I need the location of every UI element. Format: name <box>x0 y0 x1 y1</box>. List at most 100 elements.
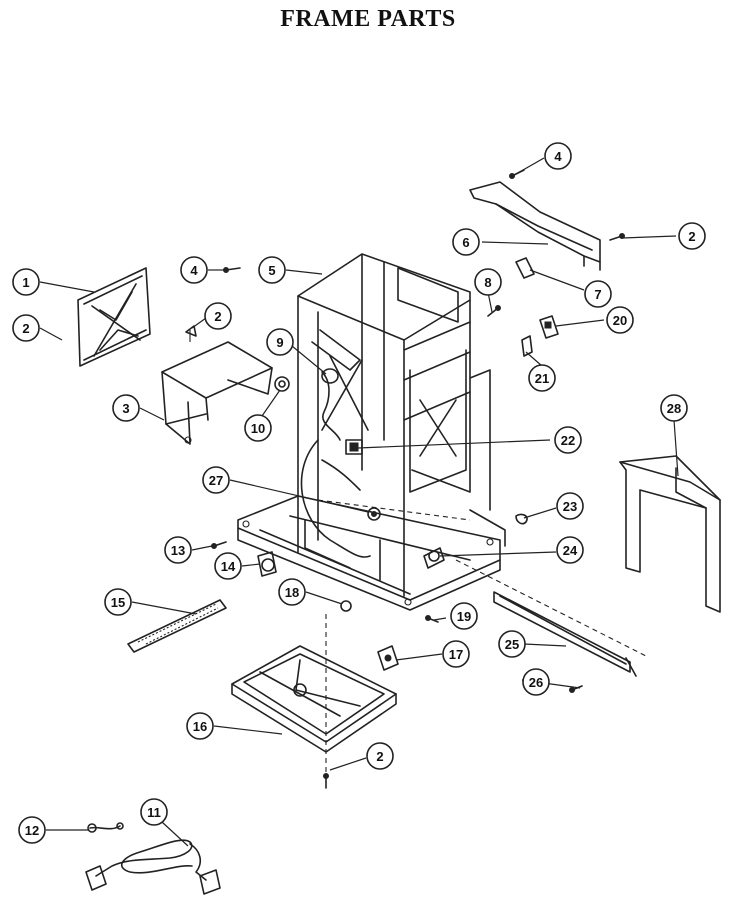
screw-part-18 <box>340 600 352 612</box>
callout-part-28: 28 <box>660 394 688 422</box>
diagram-title: FRAME PARTS <box>280 6 456 32</box>
callout-number: 1 <box>22 275 29 290</box>
felt-strip-part-15 <box>127 599 227 653</box>
callout-circle <box>244 414 272 442</box>
motor-part-14 <box>257 551 277 577</box>
bracket-part-21 <box>521 335 533 357</box>
callout-part-20: 20 <box>606 306 634 334</box>
clip-part-23 <box>515 513 528 525</box>
callout-circle <box>556 536 584 564</box>
switch-part-22 <box>345 439 363 455</box>
callout-number: 13 <box>171 543 185 558</box>
screw-part-2-top <box>609 233 625 241</box>
callout-circle <box>474 268 502 296</box>
callout-circle <box>554 426 582 454</box>
callout-part-18: 18 <box>278 578 306 606</box>
callout-circle <box>544 142 572 170</box>
callout-circle <box>258 256 286 284</box>
callout-part-26: 26 <box>522 668 550 696</box>
callout-number: 6 <box>462 235 469 250</box>
callout-part-2: 2 <box>366 742 394 770</box>
callout-circle <box>140 798 168 826</box>
callout-number: 20 <box>613 313 627 328</box>
cover-part-3 <box>161 341 273 445</box>
callout-circle <box>452 228 480 256</box>
callout-number: 12 <box>25 823 39 838</box>
callout-circle <box>180 256 208 284</box>
callout-part-4: 4 <box>180 256 208 284</box>
callout-circle <box>266 328 294 356</box>
switch-part-20 <box>539 315 559 339</box>
callout-number: 4 <box>554 149 562 164</box>
callout-part-5: 5 <box>258 256 286 284</box>
callout-number: 26 <box>529 675 543 690</box>
callout-part-10: 10 <box>244 414 272 442</box>
callout-part-1: 1 <box>12 268 40 296</box>
callout-part-13: 13 <box>164 536 192 564</box>
wire-part-12 <box>87 822 124 833</box>
callout-part-27: 27 <box>202 466 230 494</box>
callout-part-4: 4 <box>544 142 572 170</box>
callout-circle <box>498 630 526 658</box>
bushing-part-10 <box>274 376 290 392</box>
callout-circle <box>204 302 232 330</box>
callout-part-12: 12 <box>18 816 46 844</box>
callout-number: 11 <box>147 805 161 820</box>
wiring-harness-part-9 <box>300 368 371 558</box>
callout-number: 25 <box>505 637 519 652</box>
power-cord-part-11 <box>85 839 221 895</box>
callout-number: 9 <box>276 335 283 350</box>
callout-number: 2 <box>376 749 383 764</box>
callout-circle <box>442 640 470 668</box>
callout-number: 5 <box>268 263 275 278</box>
callout-part-2: 2 <box>12 314 40 342</box>
callout-circle <box>278 578 306 606</box>
callout-part-23: 23 <box>556 492 584 520</box>
callout-part-6: 6 <box>452 228 480 256</box>
screw-part-13 <box>211 541 227 549</box>
callout-circle <box>528 364 556 392</box>
callout-part-19: 19 <box>450 602 478 630</box>
callout-part-24: 24 <box>556 536 584 564</box>
screw-near-cover <box>185 325 197 342</box>
screw-part-8 <box>487 305 501 317</box>
callout-part-14: 14 <box>214 552 242 580</box>
callout-part-25: 25 <box>498 630 526 658</box>
callout-part-16: 16 <box>186 712 214 740</box>
callout-part-8: 8 <box>474 268 502 296</box>
bracket-part-6 <box>469 181 601 271</box>
side-panel-part-1 <box>77 267 151 367</box>
callout-circle <box>186 712 214 740</box>
callout-circle <box>104 588 132 616</box>
callout-number: 17 <box>449 647 463 662</box>
callout-number: 4 <box>190 263 198 278</box>
callout-number: 2 <box>688 229 695 244</box>
callout-circle <box>450 602 478 630</box>
callout-circle <box>606 306 634 334</box>
callout-part-3: 3 <box>112 394 140 422</box>
callout-number: 23 <box>563 499 577 514</box>
screw-part-19 <box>425 615 439 623</box>
callout-leaders <box>39 157 679 847</box>
callout-circle <box>214 552 242 580</box>
callout-number: 21 <box>535 371 549 386</box>
callout-number: 3 <box>122 401 129 416</box>
callout-circle <box>660 394 688 422</box>
callout-number: 15 <box>111 595 125 610</box>
callout-part-11: 11 <box>140 798 168 826</box>
callout-number: 28 <box>667 401 681 416</box>
callout-circle <box>556 492 584 520</box>
clip-part-7 <box>515 257 535 279</box>
callout-circle <box>584 280 612 308</box>
callout-part-2: 2 <box>678 222 706 250</box>
callout-number: 7 <box>594 287 601 302</box>
callout-part-2: 2 <box>204 302 232 330</box>
callout-number: 18 <box>285 585 299 600</box>
callout-number: 24 <box>563 543 578 558</box>
callout-part-17: 17 <box>442 640 470 668</box>
screw-part-2-bottom <box>323 773 329 789</box>
callout-number: 27 <box>209 473 223 488</box>
